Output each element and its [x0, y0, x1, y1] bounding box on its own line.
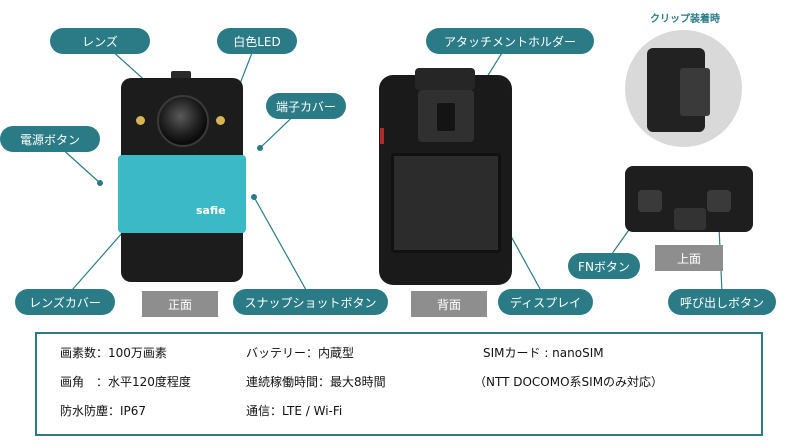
spec-runtime: 連続稼働時間：最大8時間 [246, 375, 386, 389]
spec-battery: バッテリー：内蔵型 [246, 346, 355, 360]
camera-lens [157, 95, 209, 147]
top-view-clip [674, 208, 706, 230]
spec-network: 通信：LTE / Wi-Fi [246, 404, 343, 418]
clip-attached-photo [625, 30, 742, 147]
label-snapshot-button: スナップショットボタン [233, 289, 388, 315]
dot-snapshot-button [251, 194, 257, 200]
dot-power-button [97, 180, 103, 186]
label-terminal-cover: 端子カバー [266, 93, 346, 119]
spec-view-angle: 画角 ：水平120度程度 [60, 375, 191, 389]
call-button-part [707, 190, 731, 212]
lens-cover-part [118, 155, 246, 233]
brand-logo: safie [196, 204, 226, 217]
tag-back: 背面 [411, 291, 487, 317]
label-call-button: 呼び出しボタン [668, 289, 776, 315]
clip-part [680, 68, 710, 116]
spec-box [35, 332, 763, 436]
line-snapshot-button [253, 196, 311, 298]
spec-waterproof: 防水防塵：IP67 [60, 404, 147, 418]
label-fn-button: FNボタン [568, 253, 640, 279]
label-display: ディスプレイ [498, 289, 593, 315]
label-white-led: 白色LED [217, 28, 297, 54]
holder-slot [437, 103, 455, 131]
label-lens-cover: レンズカバー [15, 289, 115, 315]
tag-front: 正面 [142, 291, 218, 317]
spec-sim: SIMカード : nanoSIM [483, 346, 604, 360]
fn-button-part [638, 190, 662, 212]
tag-top: 上面 [655, 245, 723, 271]
front-top-clip [171, 71, 191, 79]
white-led [216, 116, 225, 125]
label-attachment-holder: アタッチメントホルダー [426, 28, 594, 54]
spec-sim-note: （NTT DOCOMO系SIMのみ対応） [474, 375, 664, 389]
spec-resolution: 画素数：100万画素 [60, 346, 167, 360]
ir-led-left [136, 116, 145, 125]
display-screen [391, 153, 501, 253]
label-lens: レンズ [50, 28, 150, 54]
dot-terminal-cover [257, 145, 263, 151]
label-power-button: 電源ボタン [0, 126, 100, 152]
side-red-button [380, 128, 384, 144]
clip-title: クリップ装着時 [650, 14, 720, 25]
back-top-clip [415, 68, 475, 90]
